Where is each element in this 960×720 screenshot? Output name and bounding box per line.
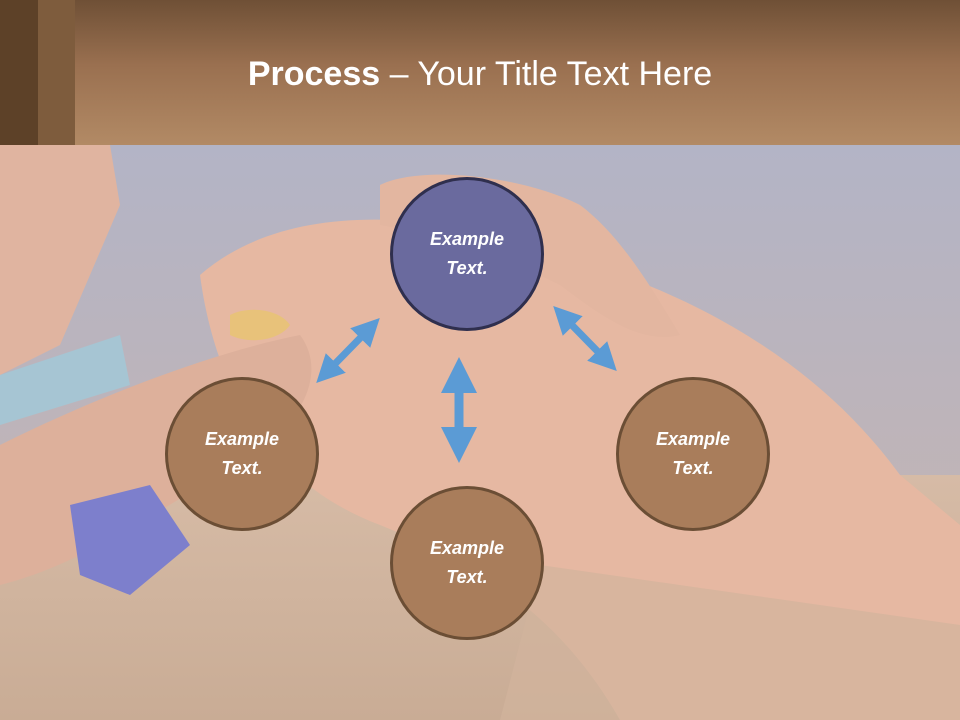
header-accent-band-dark (0, 0, 38, 145)
node-left-line2: Text. (221, 458, 263, 478)
node-bottom-line1: Example (429, 538, 505, 558)
title-rest: – Your Title Text Here (380, 55, 713, 93)
node-top-line2: Text. (446, 258, 488, 278)
node-left-line1: Example (204, 429, 280, 449)
header-accent-band-light (38, 0, 75, 145)
slide-header: Process – Your Title Text Here (0, 0, 960, 145)
node-bottom-line2: Text. (446, 567, 488, 587)
node-right-line2: Text. (672, 458, 714, 478)
node-right-line1: Example (655, 429, 731, 449)
title-bold: Process (247, 55, 381, 93)
arrow-top-left (316, 317, 380, 384)
slide-title: Process – Your Title Text Here (0, 55, 960, 94)
node-top-line1: Example (429, 229, 505, 249)
arrow-top-right (553, 305, 617, 372)
